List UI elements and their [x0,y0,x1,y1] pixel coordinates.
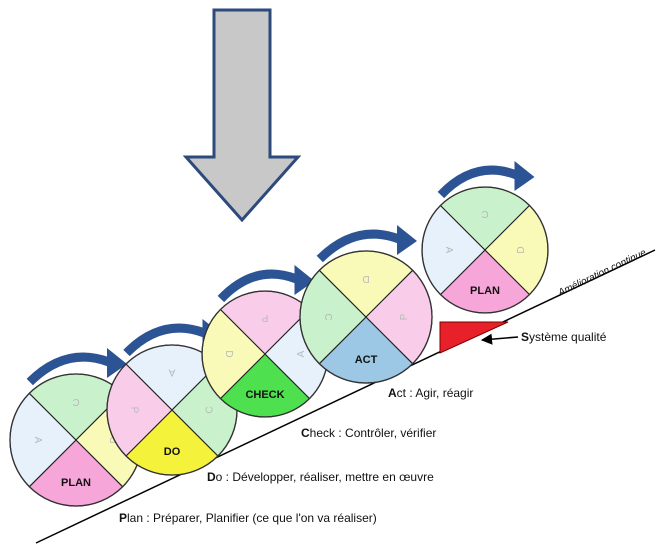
improvement-slope-line [35,249,656,544]
wheel-faint-letter: C [481,208,488,219]
wheel-faint-letter: P [261,312,268,323]
rotation-arrowhead-icon [397,225,417,255]
pdca-wheel-4: ACT D C P [299,225,433,384]
legend-do: Do : Développer, réaliser, mettre en œuv… [207,470,434,484]
wheel-outline [299,250,433,384]
wheel-outline [421,186,549,314]
slope-label: Amélioration continue [556,247,649,299]
rotation-arrowhead-icon [514,161,535,191]
quality-system-label: Système qualité [521,330,607,344]
wheel-main-label: PLAN [61,477,91,489]
wheels: PLAN C A D DO A P C CHECK P D A ACT D C P PLAN C A D [9,161,549,507]
wheel-faint-letter: D [516,246,527,253]
legend-check-initial: C [301,426,310,440]
wheel-faint-letter: C [72,396,79,407]
pdca-wheel-5: PLAN C A D [421,161,549,314]
down-arrow-icon [182,8,302,223]
quality-rest: ystème qualité [529,330,607,344]
quality-system-wedge [439,321,509,354]
rotation-arrow-icon [437,165,519,199]
legend-act: Act : Agir, réagir [388,386,473,400]
wheel-main-label: ACT [355,354,378,366]
rotation-arrowhead-icon [107,348,127,378]
wheel-faint-letter: D [362,273,369,284]
wheel-faint-letter: C [204,406,215,413]
wheel-faint-letter: A [32,437,43,444]
legend-act-initial: A [388,386,397,400]
legend-plan-text: lan : Préparer, Planifier (ce que l'on v… [127,511,377,525]
wheel-faint-letter: C [322,313,333,320]
wheel-main-label: PLAN [470,285,500,297]
quality-pointer-arrow [480,333,519,345]
rotation-arrowhead-icon [294,265,315,295]
legend-do-text: o : Développer, réaliser, mettre en œuvr… [216,470,434,484]
wheel-main-label: DO [164,446,181,458]
wheel-main-label: CHECK [245,389,284,401]
legend-check: Check : Contrôler, vérifier [301,426,436,440]
legend-do-initial: D [207,470,216,484]
wheel-faint-letter: A [168,367,175,378]
rotation-arrow-icon [26,352,111,386]
wheel-faint-letter: A [443,247,454,254]
legend-check-text: heck : Contrôler, vérifier [310,426,437,440]
quality-initial: S [521,330,529,344]
rotation-arrow-icon [316,229,401,263]
legend-plan-initial: P [119,511,127,525]
wheel-faint-letter: P [129,407,140,414]
legend-act-text: ct : Agir, réagir [397,386,474,400]
rotation-arrow-icon [123,323,207,357]
legend-plan: Plan : Préparer, Planifier (ce que l'on … [119,511,377,525]
wheel-faint-letter: P [399,313,410,320]
wheel-faint-letter: A [296,350,307,357]
wheel-faint-letter: D [223,350,234,357]
rotation-arrow-icon [217,269,299,303]
